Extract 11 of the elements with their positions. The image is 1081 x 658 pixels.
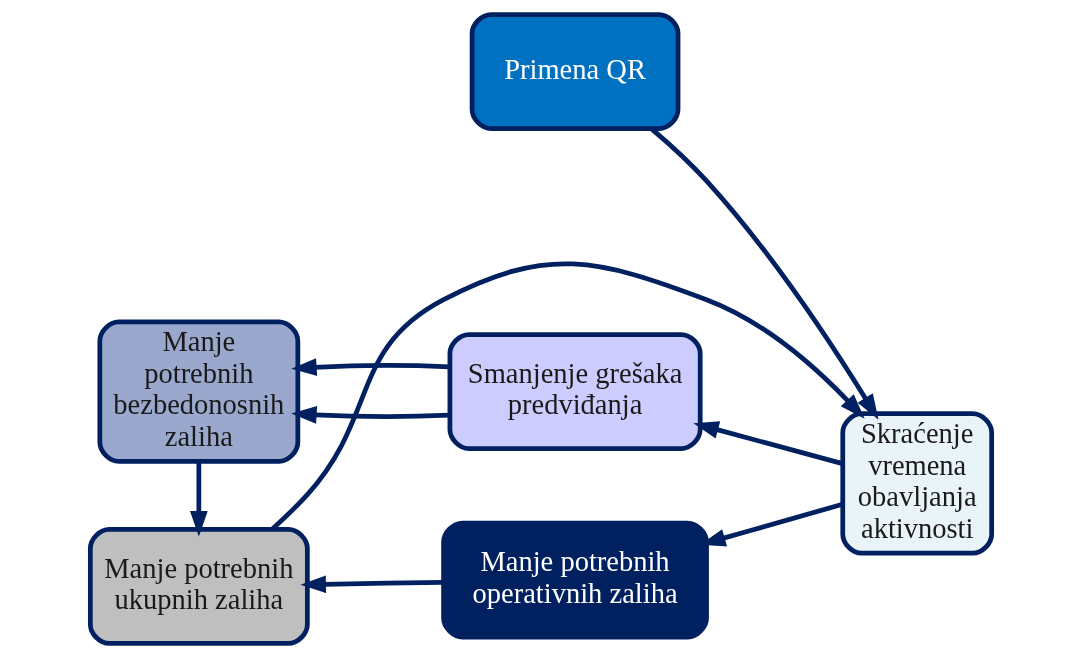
arrow xyxy=(300,575,444,594)
arrow xyxy=(290,406,450,424)
node-box: Skraćenje vremena obavljanja aktivnosti xyxy=(839,411,994,556)
node-box: Manje potrebnih ukupnih zaliha xyxy=(87,527,310,646)
arrow xyxy=(290,358,450,376)
arrow xyxy=(189,461,208,537)
node-box: Smanjenje grešaka predviđanja xyxy=(447,332,703,451)
node-box: Primena QR xyxy=(469,12,680,131)
node-box: Manje potrebnih operativnih zaliha xyxy=(440,520,709,640)
arrow xyxy=(692,421,843,466)
node-box: Manje potrebnih bezbedonosnih zaliha xyxy=(96,319,300,464)
